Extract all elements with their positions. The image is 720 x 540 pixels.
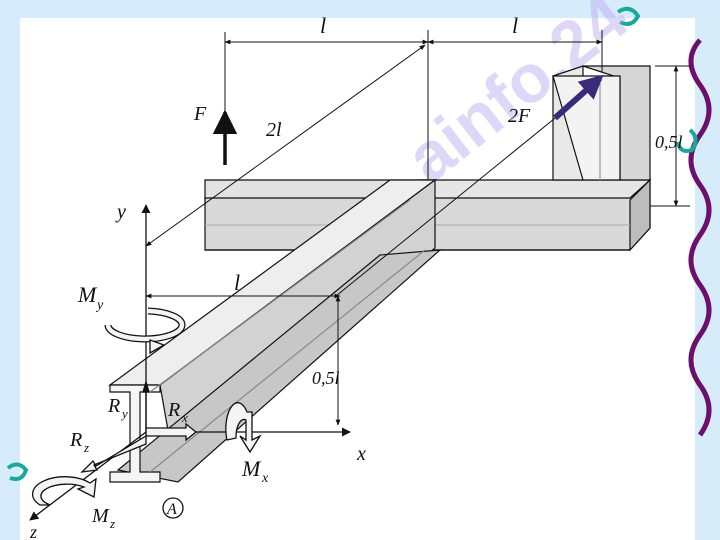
label-reaction-Ry-sub: y: [120, 406, 128, 421]
label-reaction-Rz-sub: z: [83, 440, 89, 455]
label-diagonal-2l: 2l: [266, 119, 282, 141]
forces: [212, 74, 604, 165]
label-reaction-Ry: R: [107, 395, 120, 417]
upright-channel: [552, 65, 651, 181]
label-force-2F: 2F: [508, 105, 531, 127]
force-2F-arrow: [553, 74, 604, 121]
reaction-Rz-arrow: [80, 434, 147, 473]
reactions: [80, 379, 198, 473]
label-moment-Mz-sub: z: [109, 516, 115, 531]
label-dim-l-left: l: [234, 270, 240, 295]
label-point-A: A: [166, 501, 177, 518]
label-moment-My-sub: y: [95, 298, 104, 313]
label-moment-Mx-sub: x: [261, 471, 269, 486]
moment-Mz-arrow: [31, 476, 97, 506]
label-moment-Mz: M: [91, 505, 110, 527]
reaction-Rx-arrow: [145, 422, 198, 442]
label-axis-z: z: [29, 522, 37, 540]
label-axis-x: x: [356, 443, 366, 465]
label-reaction-Rx: R: [167, 399, 180, 421]
moment-Mx-arrow: [225, 402, 262, 454]
label-axis-y: y: [115, 201, 126, 223]
label-force-F: F: [193, 103, 207, 125]
label-dim-05l-mid: 0,5l: [312, 368, 340, 388]
decorative-border: [688, 38, 712, 437]
point-A-marker: [162, 497, 184, 519]
label-moment-Mx: M: [241, 456, 262, 481]
moments: [31, 307, 262, 506]
label-span-l2: l: [512, 13, 518, 38]
label-reaction-Rx-sub: x: [181, 410, 188, 425]
labels: l l 2l F 2F 0,5l y x z l 0,5l M y M x M …: [29, 13, 683, 540]
label-span-l1: l: [320, 13, 326, 38]
label-dim-05l-right: 0,5l: [655, 132, 683, 152]
decorative-teal-swirls: [6, 6, 698, 481]
label-reaction-Rz: R: [69, 429, 82, 451]
label-moment-My: M: [77, 282, 98, 307]
